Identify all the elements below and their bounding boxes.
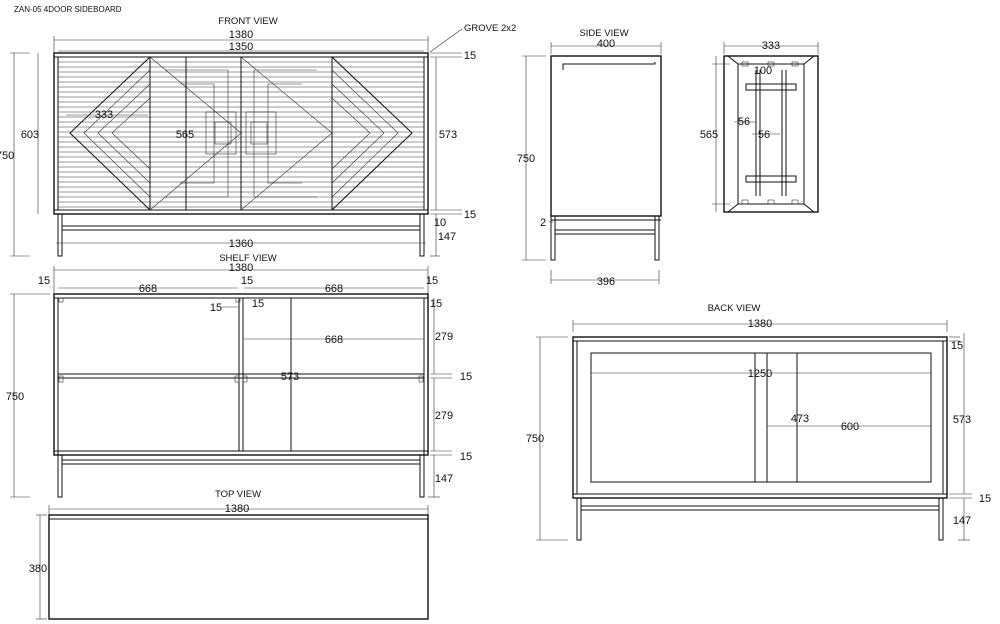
base-view: 333 100 565 56 56 [700, 40, 819, 213]
front-dim-10: 10 [434, 217, 446, 229]
back-view: BACK VIEW 1380 1250 473 600 750 15 [526, 303, 991, 541]
shelf-view: SHELF VIEW 1380 15 668 15 668 15 15 15 1… [6, 253, 472, 498]
drawing-title: ZAN-05 4DOOR SIDEBOARD [14, 5, 122, 14]
front-dim-603: 603 [21, 129, 39, 141]
base-dim-565: 565 [700, 129, 718, 141]
side-dim-396: 396 [597, 276, 615, 288]
shelf-dim-15-inner-left: 15 [210, 302, 222, 314]
back-dim-1380: 1380 [748, 318, 772, 330]
top-view-label: TOP VIEW [215, 489, 261, 500]
shelf-dim-279-top: 279 [435, 331, 453, 343]
back-view-label: BACK VIEW [708, 303, 761, 314]
shelf-dim-15-right: 15 [426, 275, 438, 287]
base-dim-56-b: 56 [758, 129, 770, 141]
shelf-dim-750: 750 [6, 391, 24, 403]
back-dim-15-bottom: 15 [979, 493, 991, 505]
front-dim-573: 573 [439, 129, 457, 141]
shelf-view-label: SHELF VIEW [219, 253, 277, 264]
top-dim-1380: 1380 [225, 503, 249, 515]
front-dim-147: 147 [438, 231, 456, 243]
front-dim-15-top: 15 [464, 50, 476, 62]
side-dim-400: 400 [597, 38, 615, 50]
back-dim-750: 750 [526, 433, 544, 445]
side-dim-2: 2 [540, 217, 546, 229]
top-dim-380: 380 [29, 563, 47, 575]
back-dim-600: 600 [841, 421, 859, 433]
shelf-dim-147: 147 [435, 473, 453, 485]
side-view-label: SIDE VIEW [579, 28, 628, 39]
front-diamond-pattern [69, 56, 413, 211]
front-view: FRONT VIEW 1380 1350 GROVE 2x2 [0, 16, 516, 257]
front-dim-1380: 1380 [229, 29, 253, 41]
base-dim-333: 333 [762, 40, 780, 52]
front-dim-1350: 1350 [229, 41, 253, 53]
shelf-dim-15-inner-right: 15 [252, 298, 264, 310]
shelf-dim-15-bottom: 15 [460, 451, 472, 463]
shelf-dim-668-shelf: 668 [325, 334, 343, 346]
shelf-dim-573: 573 [281, 371, 299, 383]
front-dim-15-bottom: 15 [464, 209, 476, 221]
side-view: SIDE VIEW 400 750 2 396 [517, 28, 662, 288]
top-view: TOP VIEW 1380 380 [29, 489, 429, 620]
base-dim-100: 100 [754, 65, 772, 77]
front-grove-label: GROVE 2x2 [464, 23, 516, 34]
shelf-dim-15-mid: 15 [460, 371, 472, 383]
side-dim-750: 750 [517, 153, 535, 165]
back-dim-15-top: 15 [951, 340, 963, 352]
back-dim-147: 147 [953, 515, 971, 527]
front-view-label: FRONT VIEW [218, 16, 277, 27]
back-dim-473: 473 [791, 413, 809, 425]
shelf-dim-15-left: 15 [38, 275, 50, 287]
shelf-dim-15-right-b: 15 [430, 298, 442, 310]
shelf-dim-668-right: 668 [325, 283, 343, 295]
shelf-dim-668-left: 668 [139, 283, 157, 295]
front-dim-750: 750 [0, 150, 14, 162]
shelf-dim-279-bottom: 279 [435, 410, 453, 422]
back-dim-573: 573 [953, 414, 971, 426]
front-dim-333: 333 [95, 109, 113, 121]
front-dim-1360: 1360 [229, 238, 253, 250]
back-dim-1250: 1250 [748, 368, 772, 380]
front-groove-pattern [58, 61, 424, 208]
shelf-dim-1380: 1380 [229, 262, 253, 274]
front-dim-565: 565 [176, 129, 194, 141]
shelf-dim-15-center: 15 [241, 275, 253, 287]
